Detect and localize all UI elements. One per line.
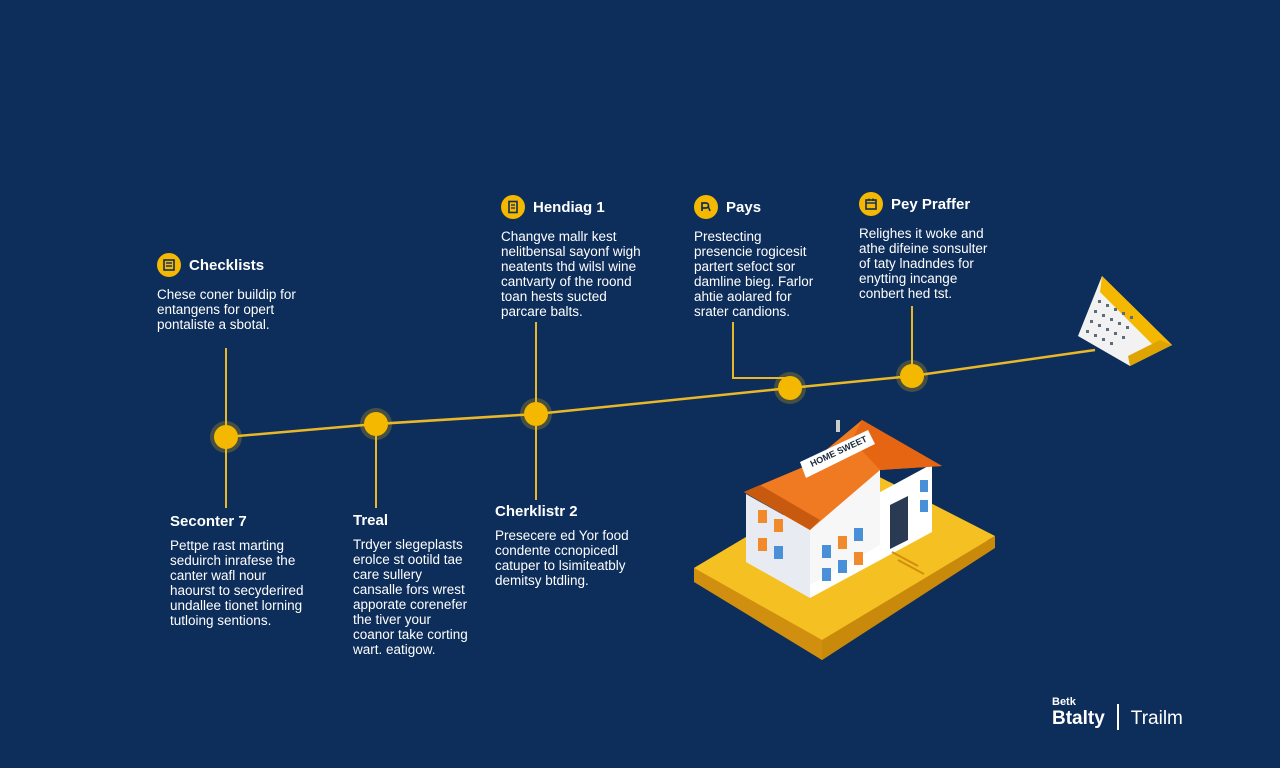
brand-separator <box>1116 704 1119 730</box>
timeline-dot <box>364 412 388 436</box>
timeline-line <box>225 348 1096 439</box>
milestone-checklists: Checklists Chese coner buildip for entan… <box>157 253 357 332</box>
brand-logo: Betk Btalty Trailm <box>1052 696 1183 730</box>
calendar-small-icon <box>859 192 883 216</box>
timeline-dot <box>778 376 802 400</box>
pays-icon <box>694 195 718 219</box>
milestone-title: Checklists <box>189 256 265 274</box>
milestone-text: Relighes it woke and athe difeine sonsul… <box>859 226 988 301</box>
milestone-title: Hendiag 1 <box>533 198 605 216</box>
milestone-text: Presecere ed Yor food condente ccnopiced… <box>495 528 629 588</box>
milestone-title: Seconter 7 <box>170 513 247 530</box>
brand-subtitle: Trailm <box>1130 708 1183 729</box>
milestone-title: Pays <box>726 198 762 216</box>
timeline-dot <box>900 364 924 388</box>
calendar-icon <box>1078 276 1172 366</box>
house-illustration <box>694 420 995 660</box>
milestone-seconter-7: Seconter 7 Pettpe rast marting seduirch … <box>170 513 340 628</box>
milestone-hendiag-1: Hendiag 1 Changve mallr kest nelitbensal… <box>501 195 691 319</box>
milestone-text: Prestecting presencie rogicesit partert … <box>694 229 814 319</box>
milestone-text: Trdyer slegeplasts erolce st ootild tae … <box>353 537 468 657</box>
brand-small-text: Betk <box>1052 696 1076 708</box>
milestone-title: Cherklistr 2 <box>495 503 578 520</box>
milestone-cherklistr-2: Cherklistr 2 Presecere ed Yor food conde… <box>495 503 655 588</box>
brand-name: Btalty <box>1052 708 1105 729</box>
timeline-dots <box>210 360 928 453</box>
milestone-pey-praffer: Pey Praffer Relighes it woke and athe di… <box>859 192 1039 301</box>
document-icon <box>501 195 525 219</box>
milestone-title: Treal <box>353 512 389 529</box>
milestone-text: Pettpe rast marting seduirch inrafese th… <box>170 538 304 628</box>
milestone-text: Chese coner buildip for entangens for op… <box>157 287 296 332</box>
milestone-text: Changve mallr kest nelitbensal sayonf wi… <box>501 229 641 319</box>
milestone-pays: Pays Prestecting presencie rogicesit par… <box>694 195 864 319</box>
timeline-dot <box>524 402 548 426</box>
milestone-title: Pey Praffer <box>891 195 971 213</box>
checklist-icon <box>157 253 181 277</box>
milestone-treal: Treal Trdyer slegeplasts erolce st ootil… <box>353 512 493 657</box>
timeline-dot <box>214 425 238 449</box>
